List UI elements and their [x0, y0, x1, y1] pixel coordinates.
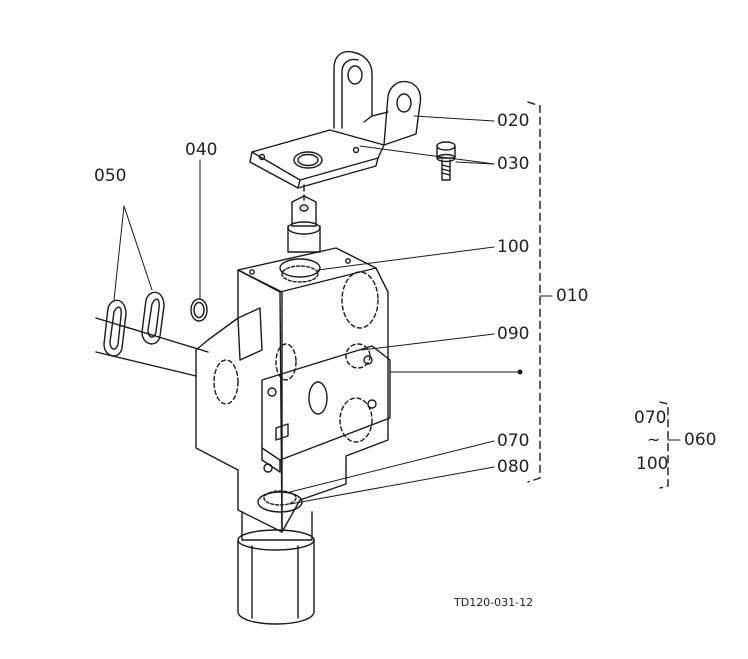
ring-axis-line — [95, 317, 209, 377]
bolt — [436, 141, 456, 181]
range-from-label: 070 — [634, 408, 667, 428]
bracket-010 — [527, 101, 541, 483]
bracket-060 — [659, 401, 669, 489]
callout-020: 020 — [497, 111, 530, 131]
leader-dot — [517, 369, 523, 375]
callout-090: 090 — [497, 324, 530, 344]
callout-100: 100 — [497, 237, 530, 257]
valve-body — [195, 247, 391, 533]
bottom-fitting — [237, 511, 315, 625]
mounting-bracket — [249, 50, 422, 189]
callout-070: 070 — [497, 431, 530, 451]
range-to-label: 100 — [636, 454, 669, 474]
callout-080: 080 — [497, 457, 530, 477]
callout-050: 050 — [94, 166, 127, 186]
reference-code: TD120-031-12 — [454, 596, 534, 609]
callout-010: 010 — [556, 286, 589, 306]
leader-lines — [113, 115, 681, 505]
o-rings — [103, 291, 208, 357]
range-tilde: ~ — [647, 430, 661, 449]
assembly-060-label: 060 — [684, 430, 717, 450]
spool-stem — [287, 195, 321, 253]
callout-040: 040 — [185, 140, 218, 160]
callout-030: 030 — [497, 154, 530, 174]
